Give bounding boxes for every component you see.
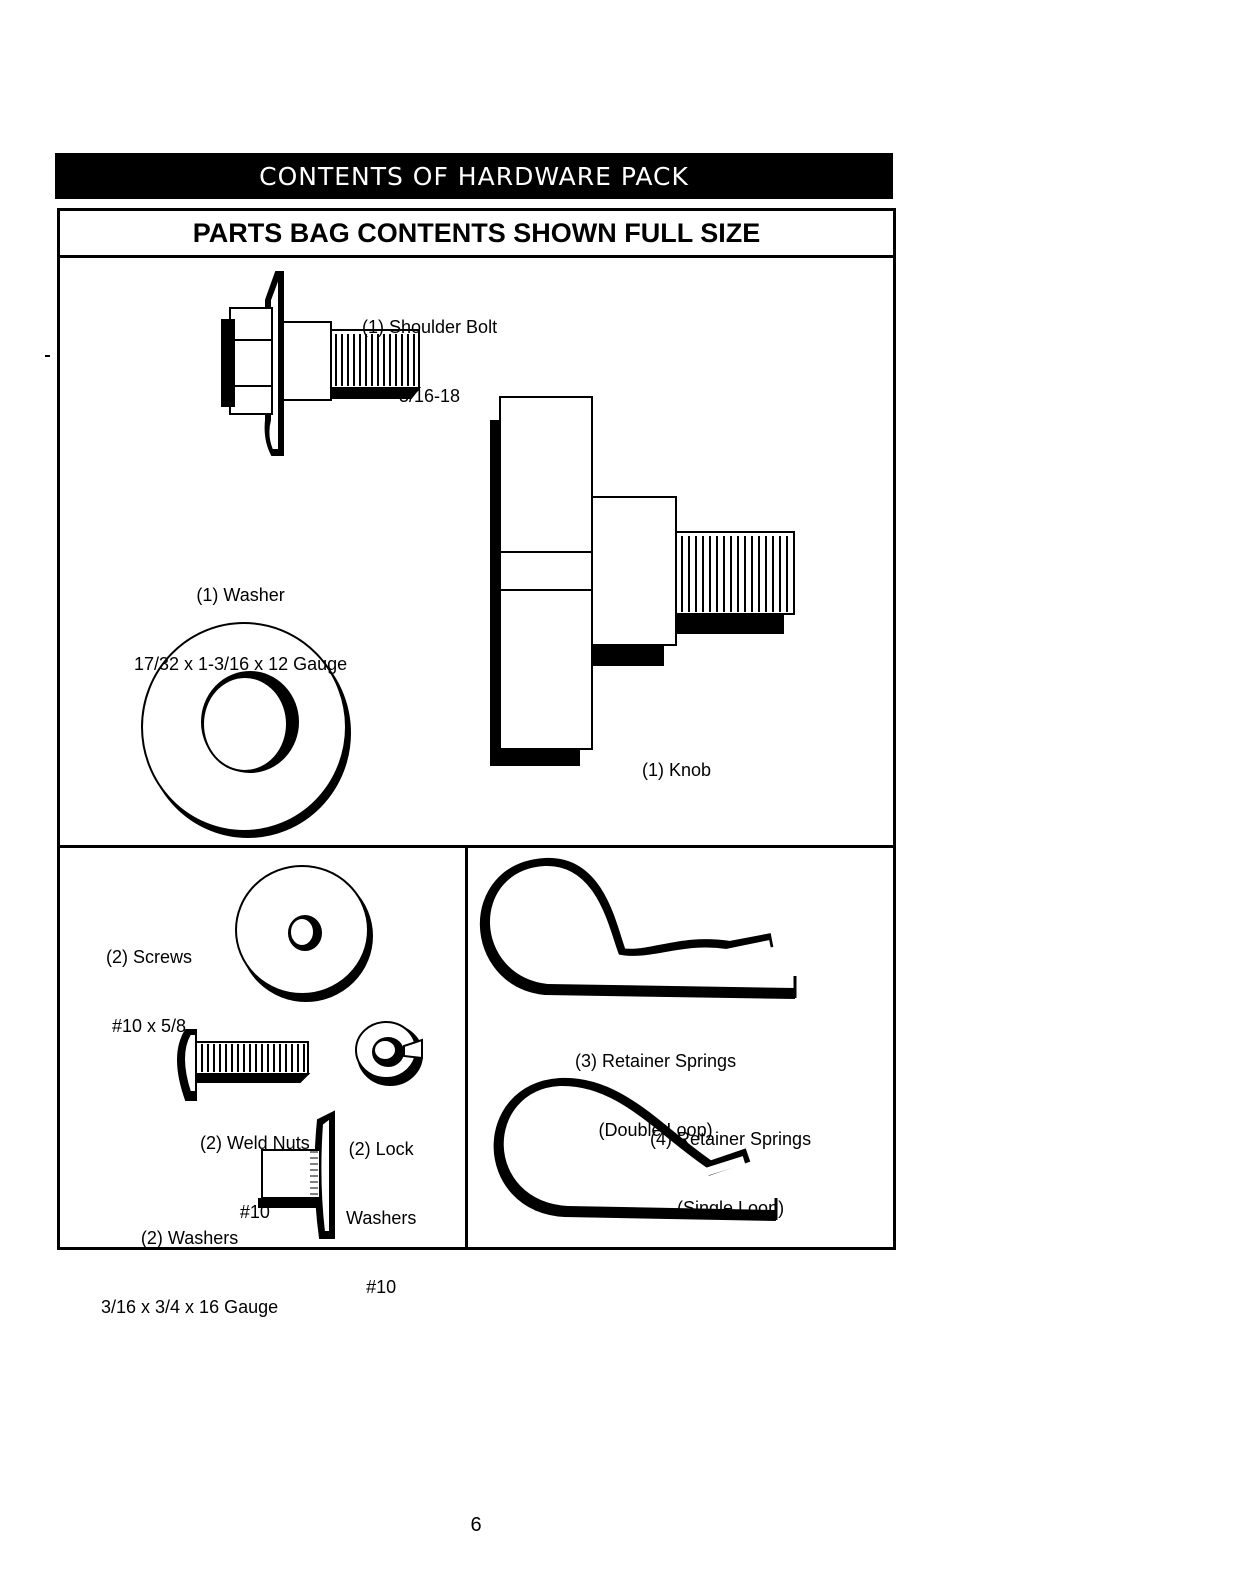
small-washer-icon [235,865,373,1002]
small-washers-name: (2) Washers [140,1228,239,1248]
single-loop-spring-icon [493,1077,778,1221]
horizontal-divider [60,845,893,848]
screw-icon [177,1029,311,1101]
subtitle-text: PARTS BAG CONTENTS SHOWN FULL SIZE [192,217,761,248]
lock-washers-size: #10 [366,1277,397,1297]
retainer-double-type: (Double Loop) [598,1120,713,1140]
vertical-divider [465,847,468,1247]
screws-size: #10 x 5/8 [111,1016,187,1036]
knob-name: (1) Knob [642,760,712,780]
lock-washers-name: (2) Lock [348,1139,414,1159]
lock-washer-icon [355,1021,423,1086]
washer-icon [141,622,351,838]
lock-washers-name-2: Washers [346,1208,417,1228]
screws-name: (2) Screws [106,947,193,967]
retainer-single-type: (Single Loop) [677,1198,785,1218]
retainer-double-label: (3) Retainer Springs (Double Loop) [575,1004,736,1165]
parts-subtitle: PARTS BAG CONTENTS SHOWN FULL SIZE [60,211,893,258]
retainer-single-name: (4) Retainer Springs [650,1129,812,1149]
lock-washers-label: (2) Lock Washers #10 [346,1092,416,1322]
retainer-double-name: (3) Retainer Springs [575,1051,737,1071]
washer-name: (1) Washer [196,585,285,605]
knob-icon [490,396,795,766]
double-loop-spring-icon [479,857,797,999]
weld-nuts-name: (2) Weld Nuts [200,1133,310,1153]
scan-speck [45,355,50,357]
parts-frame: PARTS BAG CONTENTS SHOWN FULL SIZE [57,208,896,1250]
weld-nut-icon [258,1110,335,1239]
weld-nuts-label: (2) Weld Nuts #10 [200,1086,310,1247]
washer-label: (1) Washer 17/32 x 1-3/16 x 12 Gauge [134,538,347,699]
screws-label: (2) Screws #10 x 5/8 [106,900,192,1061]
shoulder-bolt-icon [221,271,422,456]
small-washers-size: 3/16 x 3/4 x 16 Gauge [101,1297,279,1317]
page-number: 6 [470,1514,482,1536]
washer-size: 17/32 x 1-3/16 x 12 Gauge [134,654,348,674]
section-header: CONTENTS OF HARDWARE PACK [55,153,893,199]
section-title: CONTENTS OF HARDWARE PACK [259,161,689,191]
shoulder-bolt-name: (1) Shoulder Bolt [362,317,498,337]
knob-label: (1) Knob [642,713,711,805]
weld-nuts-size: #10 [239,1202,270,1222]
shoulder-bolt-size: 5/16-18 [399,386,461,406]
small-washers-label: (2) Washers 3/16 x 3/4 x 16 Gauge [101,1181,278,1342]
retainer-single-label: (4) Retainer Springs (Single Loop) [650,1082,811,1243]
shoulder-bolt-label: (1) Shoulder Bolt 5/16-18 [362,270,497,431]
